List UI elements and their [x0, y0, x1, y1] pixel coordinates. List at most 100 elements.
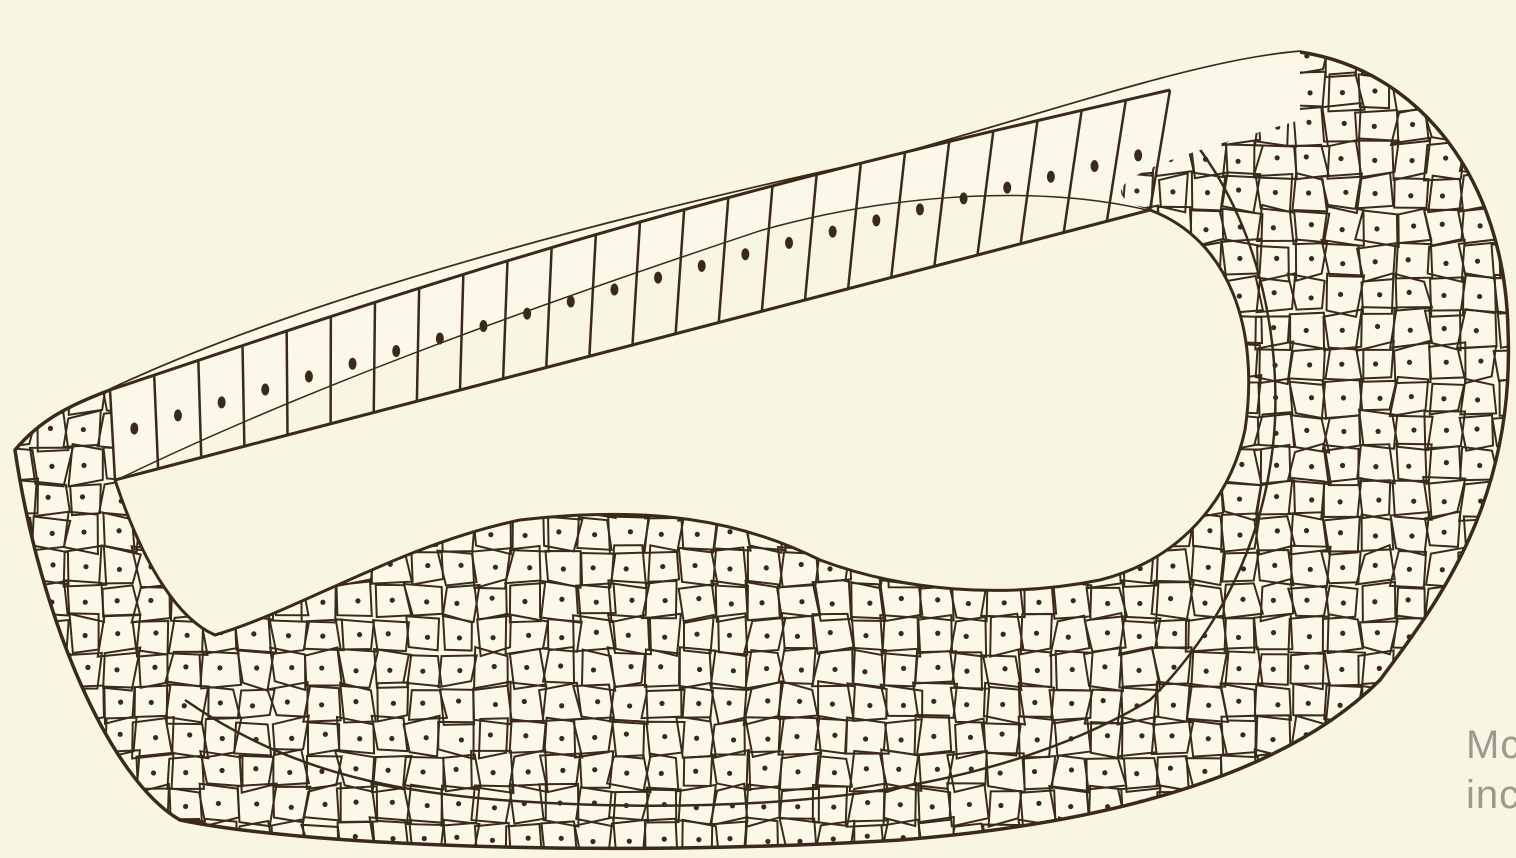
- cell-nucleus: [287, 770, 292, 775]
- cell-nucleus: [1411, 699, 1416, 704]
- cell: [29, 207, 73, 247]
- cell-nucleus: [185, 633, 190, 638]
- cell-nucleus: [1271, 225, 1276, 230]
- cell-nucleus: [899, 737, 904, 742]
- cell: [438, 105, 480, 145]
- cell-nucleus: [216, 324, 221, 329]
- cell: [67, 722, 99, 758]
- cell-nucleus: [216, 226, 221, 231]
- cell-nucleus: [183, 294, 188, 299]
- cell: [30, 316, 69, 349]
- cell-nucleus: [387, 668, 392, 673]
- cell-nucleus: [1373, 464, 1378, 469]
- cell: [36, 72, 72, 110]
- cell: [69, 40, 106, 76]
- cell: [1460, 819, 1497, 858]
- cell-nucleus: [183, 120, 188, 125]
- cell-nucleus: [658, 664, 663, 669]
- cell-nucleus: [15, 157, 20, 162]
- cell-nucleus: [251, 157, 256, 162]
- cell-nucleus: [1271, 804, 1276, 809]
- cell: [132, 275, 175, 316]
- cell-nucleus: [1372, 88, 1377, 93]
- cell-nucleus: [1510, 497, 1515, 502]
- cell-nucleus: [1275, 528, 1280, 533]
- cell-nucleus: [1441, 768, 1446, 773]
- cell-nucleus: [1339, 667, 1344, 672]
- cell-nucleus: [150, 191, 155, 196]
- cell-nucleus: [1406, 464, 1411, 469]
- cell-nucleus: [390, 598, 395, 603]
- cell-nucleus: [965, 53, 970, 58]
- cell-nucleus: [1236, 635, 1241, 640]
- cell-nucleus: [458, 225, 463, 230]
- cell-nucleus: [762, 766, 767, 771]
- cell: [67, 786, 100, 826]
- cell-nucleus: [493, 565, 498, 570]
- cell-nucleus: [289, 805, 294, 810]
- cell-nucleus: [1205, 190, 1210, 195]
- cell-nucleus: [523, 155, 528, 160]
- cell-nucleus: [832, 770, 837, 775]
- cell: [206, 144, 235, 175]
- cell-nucleus: [284, 294, 289, 299]
- columnar-cell-nucleus: [261, 383, 269, 395]
- cell-nucleus: [420, 701, 425, 706]
- cell-nucleus: [1237, 801, 1242, 806]
- cell: [445, 206, 481, 246]
- cell-nucleus: [592, 767, 597, 772]
- cell-nucleus: [763, 154, 768, 159]
- cell: [1429, 751, 1461, 791]
- cell-nucleus: [526, 836, 531, 841]
- cell: [0, 139, 32, 181]
- cell-nucleus: [492, 54, 497, 59]
- cell-nucleus: [627, 703, 632, 708]
- cell: [30, 174, 67, 213]
- cell-nucleus: [50, 803, 55, 808]
- cell-nucleus: [421, 125, 426, 130]
- cell-nucleus: [761, 804, 766, 809]
- cell-nucleus: [1440, 193, 1445, 198]
- cell-nucleus: [524, 55, 529, 60]
- cell-nucleus: [116, 123, 121, 128]
- columnar-cell-nucleus: [392, 345, 400, 357]
- cell-nucleus: [321, 124, 326, 129]
- cell-nucleus: [1372, 158, 1377, 163]
- cell-nucleus: [1137, 601, 1142, 606]
- cell-nucleus: [626, 120, 631, 125]
- cell-nucleus: [16, 91, 21, 96]
- cell: [1153, 36, 1191, 75]
- cell: [1220, 822, 1258, 858]
- cell-nucleus: [353, 834, 358, 839]
- cell-nucleus: [1173, 838, 1178, 843]
- cell: [303, 145, 343, 179]
- cell-nucleus: [998, 770, 1003, 775]
- cell: [166, 105, 207, 140]
- cell-nucleus: [390, 800, 395, 805]
- cell-nucleus: [1409, 737, 1414, 742]
- cell-nucleus: [1477, 463, 1482, 468]
- cell-nucleus: [289, 736, 294, 741]
- cell-nucleus: [1203, 804, 1208, 809]
- cell-nucleus: [153, 630, 158, 635]
- cell-nucleus: [659, 771, 664, 776]
- cell-nucleus: [457, 668, 462, 673]
- cell-nucleus: [799, 599, 804, 604]
- cell-nucleus: [592, 125, 597, 130]
- cell-nucleus: [459, 737, 464, 742]
- cell-nucleus: [1409, 394, 1414, 399]
- cell-nucleus: [17, 635, 22, 640]
- columnar-cell-nucleus: [523, 308, 531, 320]
- cell: [105, 241, 135, 277]
- cell-nucleus: [183, 89, 188, 94]
- cell-nucleus: [14, 255, 19, 260]
- cell: [1290, 826, 1329, 858]
- cell-nucleus: [48, 361, 53, 366]
- cell-nucleus: [999, 731, 1004, 736]
- cell-nucleus: [1372, 700, 1377, 705]
- cell: [714, 137, 747, 179]
- cell-nucleus: [932, 91, 937, 96]
- cell-nucleus: [662, 734, 667, 739]
- cell-nucleus: [660, 564, 665, 569]
- cell-nucleus: [896, 87, 901, 92]
